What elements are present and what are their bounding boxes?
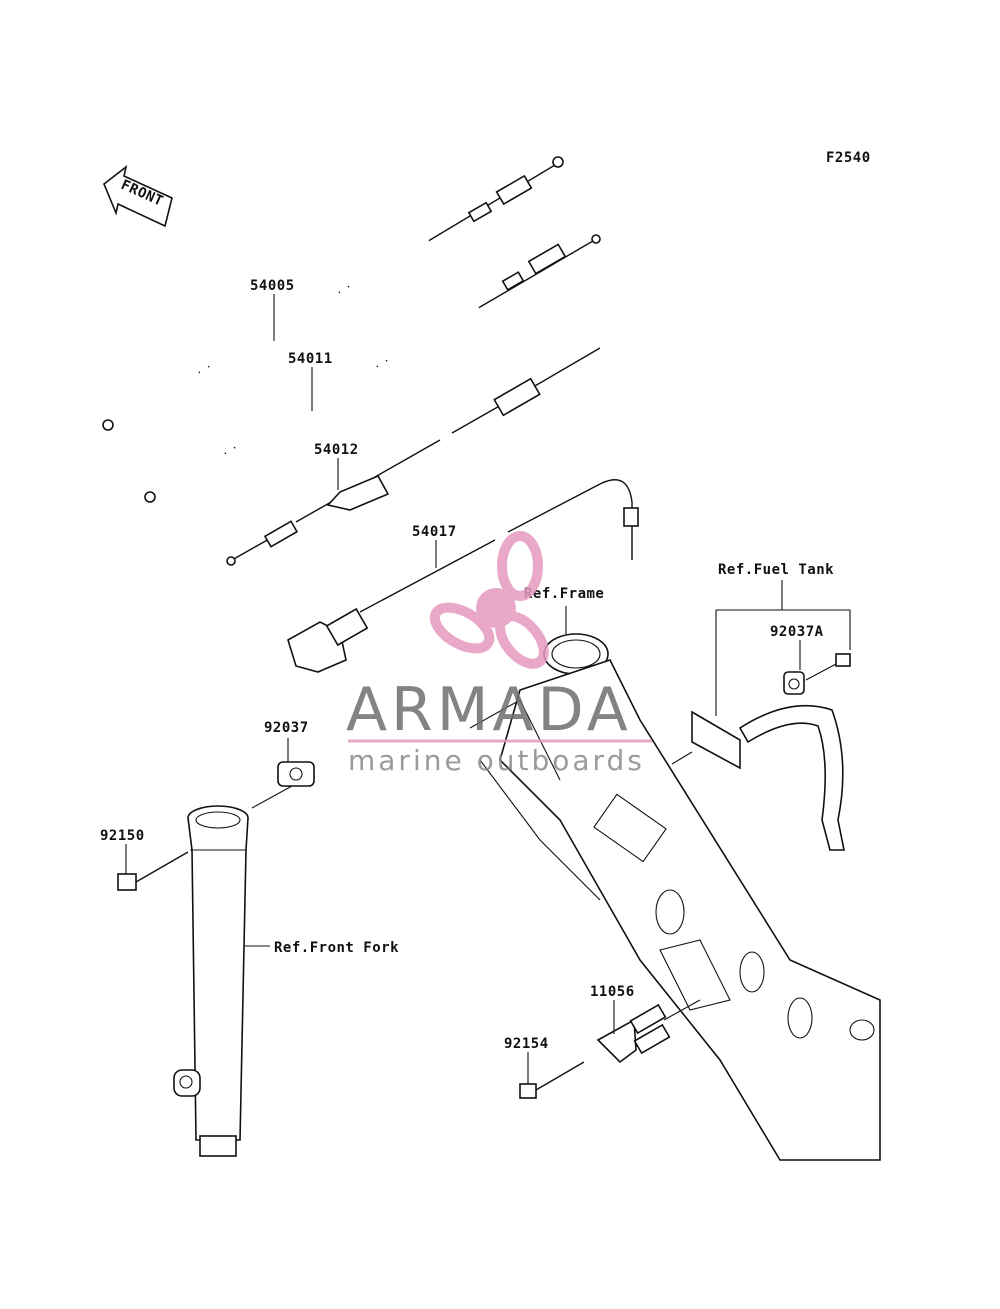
fuel-tank-bracket [671,704,845,851]
label-11056: 11056 [590,984,635,1000]
frame [469,633,881,1161]
label-92150: 92150 [100,828,145,844]
cable-54017 [287,479,639,673]
propeller-logo-icon [429,531,549,669]
diagram-code: F2540 [826,150,871,166]
ref-frame: Ref.Frame [524,586,604,602]
clamp-92037a [783,653,851,695]
label-54005: 54005 [250,278,295,294]
cable-54012 [226,347,601,566]
watermark-tagline: marine outboards [348,744,645,777]
label-54017: 54017 [412,524,457,540]
clamp-92037 [251,761,315,809]
ref-front-fork: Ref.Front Fork [274,940,399,956]
label-54012: 54012 [314,442,359,458]
ref-fuel-tank: Ref.Fuel Tank [718,562,834,578]
bolt-92150 [117,851,189,891]
label-92154: 92154 [504,1036,549,1052]
label-92037: 92037 [264,720,309,736]
front-fork [173,805,270,1157]
armada-watermark: ARMADA marine outboards [346,531,652,777]
bracket-11056 [596,999,701,1064]
label-54011: 54011 [288,351,333,367]
front-arrow-icon: FRONT [103,165,173,228]
label-92037a: 92037A [770,624,824,640]
watermark-brand: ARMADA [346,675,632,745]
bolt-92154 [519,1061,585,1099]
cable-54011 [144,234,601,503]
